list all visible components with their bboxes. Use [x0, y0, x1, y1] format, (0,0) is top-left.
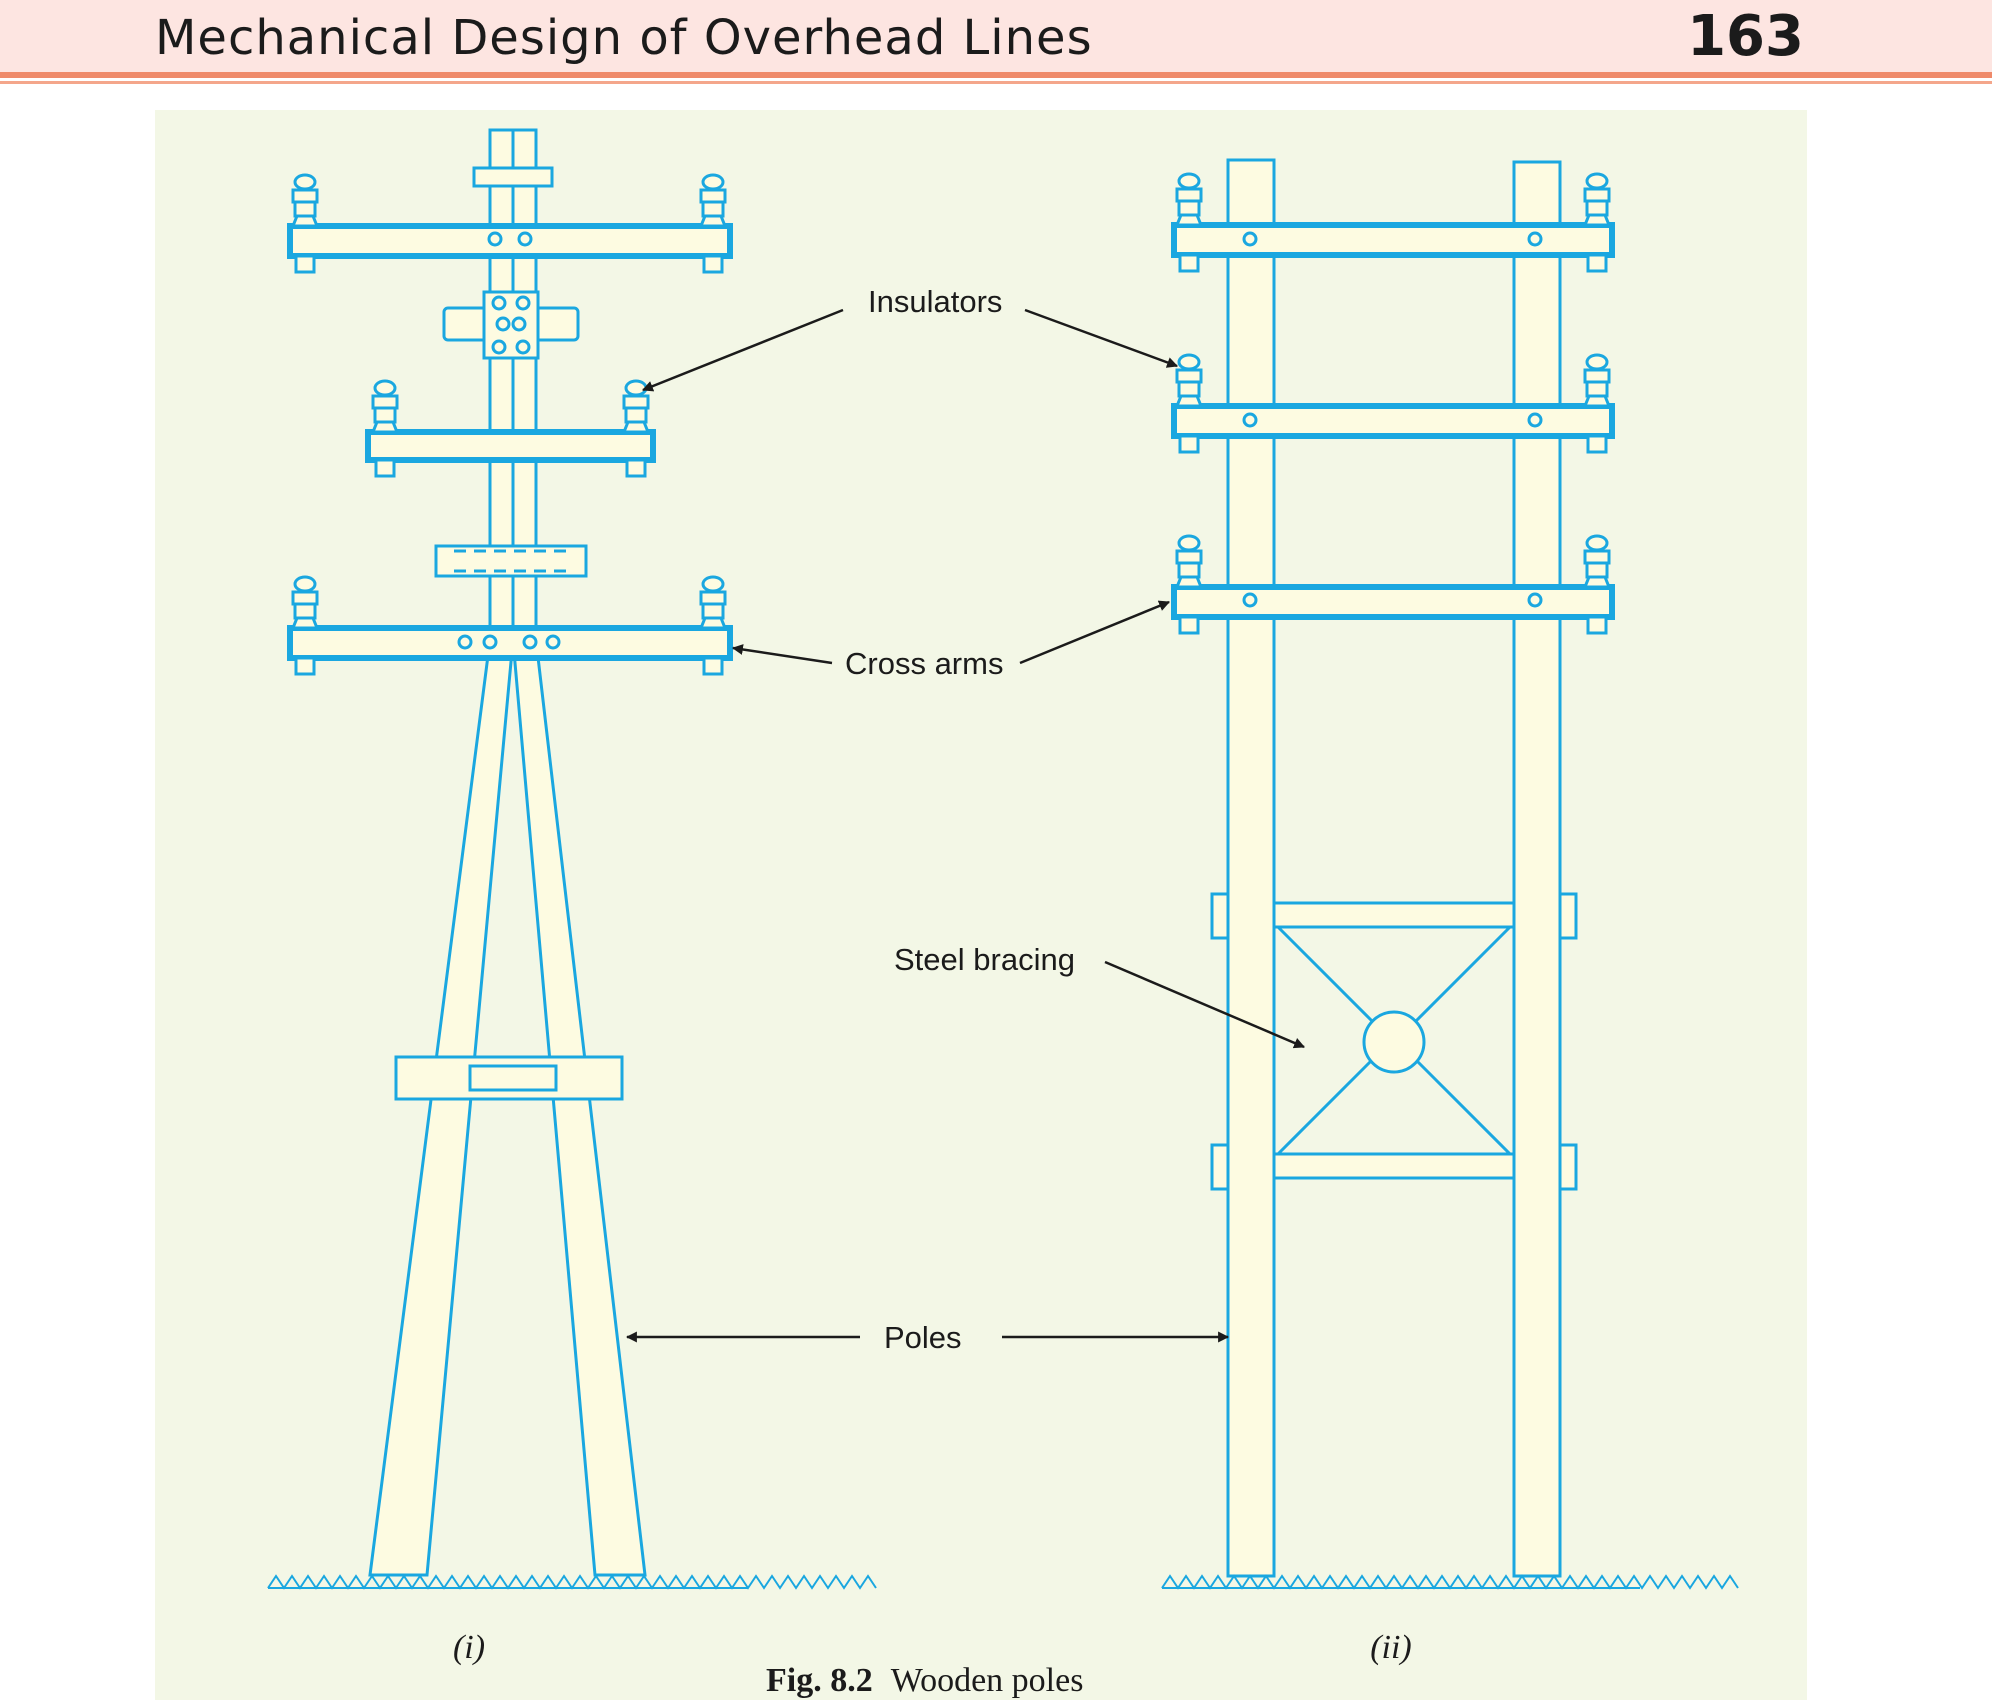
- arrow-insulators-right: [1024, 308, 1179, 368]
- leader-arrows: [625, 308, 1306, 1343]
- cross-arms-i: [287, 223, 733, 676]
- running-head-title: Mechanical Design of Overhead Lines: [155, 10, 1093, 66]
- cross-arms-ii: [1171, 222, 1615, 635]
- label-insulators: Insulators: [868, 284, 1002, 319]
- arrow-crossarms-left: [731, 644, 833, 665]
- label-poles: Poles: [884, 1320, 962, 1355]
- caption-number: Fig. 8.2: [766, 1662, 873, 1699]
- pole-i: [368, 128, 647, 1577]
- label-steel-bracing: Steel bracing: [894, 942, 1075, 977]
- pole-ii: [1210, 158, 1578, 1578]
- header-rule: [0, 72, 1992, 78]
- insulators-ii: [1174, 172, 1612, 589]
- insulators-i: [290, 173, 728, 630]
- arrow-steel-bracing: [1104, 960, 1306, 1049]
- header-band: [0, 0, 1992, 72]
- pole-ii-right-member: [1512, 160, 1562, 1578]
- caption-text: Wooden poles: [891, 1662, 1084, 1699]
- ground-i: [267, 1574, 877, 1590]
- wooden-poles-diagram: Insulators Cross arms Steel bracing Pole…: [267, 128, 1739, 1699]
- arrow-insulators-left: [641, 308, 844, 392]
- subfigure-label-ii: (ii): [1370, 1629, 1412, 1666]
- page-number: 163: [1687, 4, 1804, 69]
- figure-panel: Insulators Cross arms Steel bracing Pole…: [155, 110, 1807, 1700]
- label-cross-arms: Cross arms: [845, 646, 1003, 681]
- header-rule-thin: [0, 81, 1992, 84]
- subfigure-label-i: (i): [453, 1629, 485, 1666]
- arrow-crossarms-right: [1019, 600, 1171, 665]
- figure-caption: Fig. 8.2 Wooden poles: [766, 1662, 1083, 1699]
- pole-ii-left-member: [1226, 158, 1276, 1578]
- ground-ii: [1161, 1574, 1739, 1590]
